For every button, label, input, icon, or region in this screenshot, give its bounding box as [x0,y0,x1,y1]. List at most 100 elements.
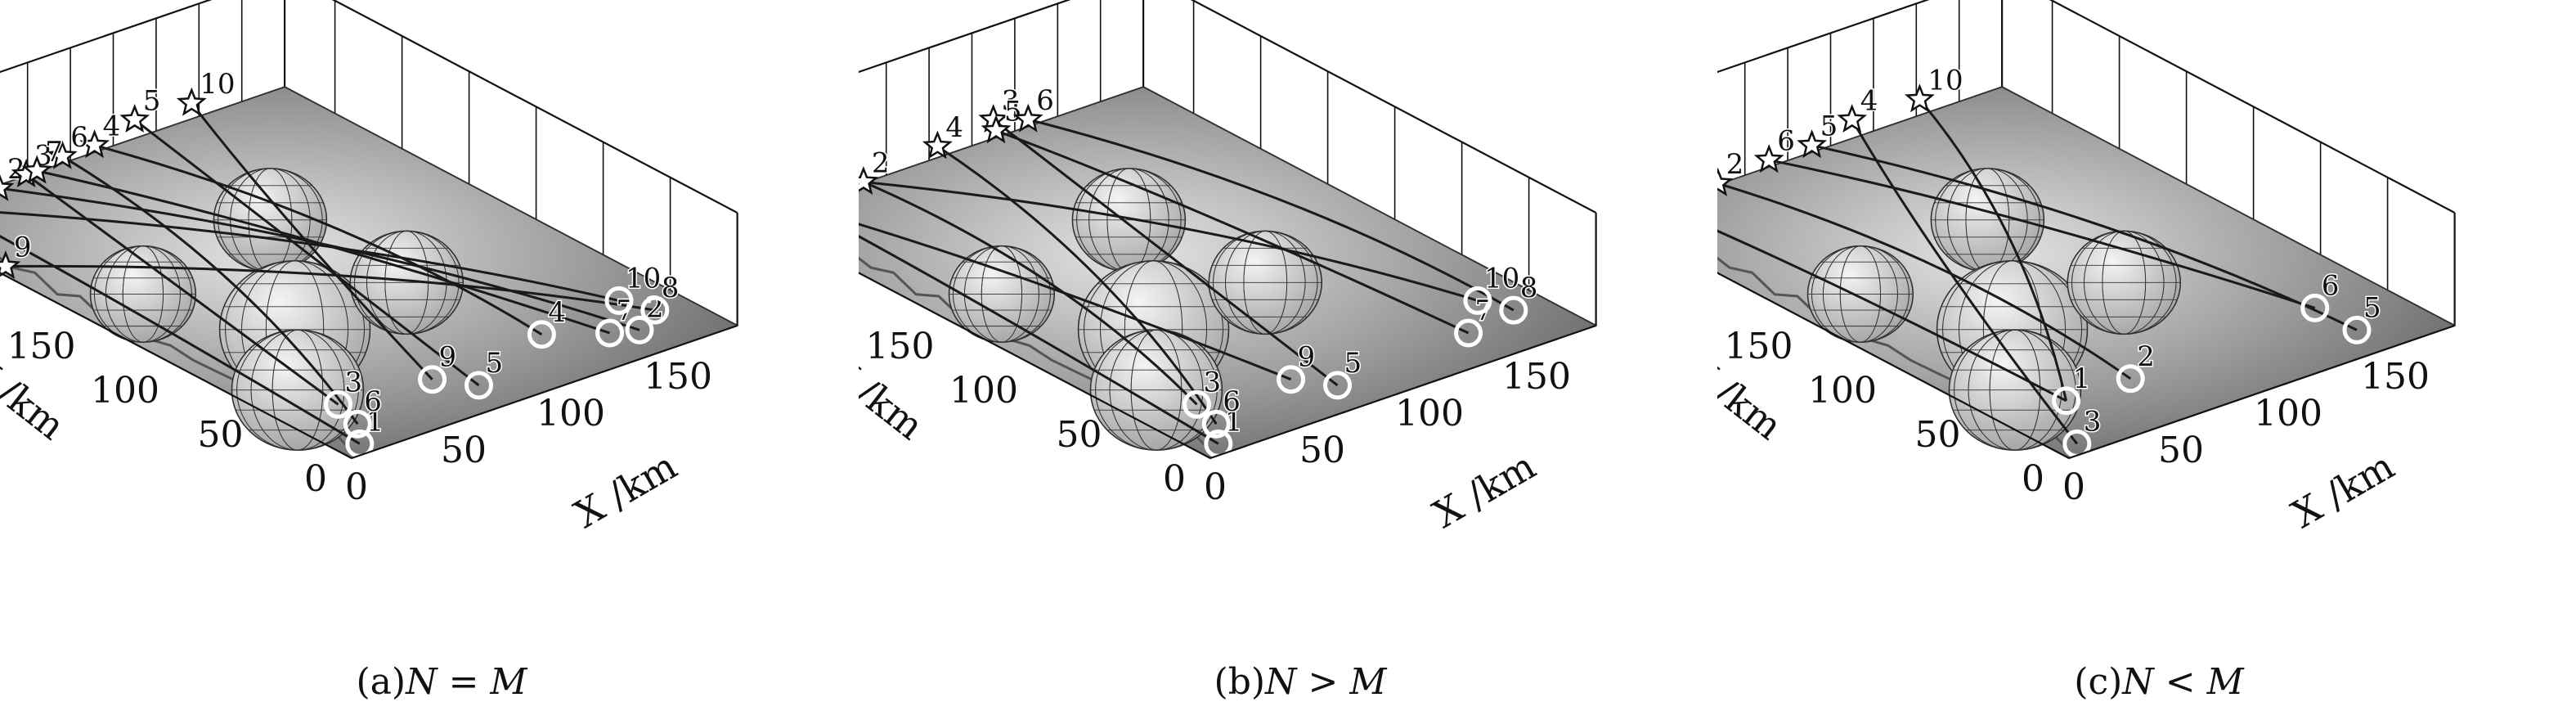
obstacle-dome [349,230,464,335]
flight-path [191,102,433,380]
y-tick-label: 0 [1163,458,1186,500]
start-marker: 5 [981,94,1023,144]
start-marker: 10 [1904,63,1964,113]
target-marker: 1 [1204,404,1244,458]
target-marker: 9 [418,340,458,394]
start-marker: 4 [79,109,122,159]
obstacle-dome [1806,245,1914,343]
target-marker: 2 [2116,339,2156,394]
flight-path [25,173,339,406]
flight-path [992,119,1339,387]
start-star-icon [0,250,21,280]
start-label: 4 [1860,84,1878,117]
y-tick-label: 0 [304,458,327,500]
target-marker: 4 [527,295,568,349]
target-circle-icon [2116,364,2145,394]
start-star-icon [79,129,110,159]
box-edge [2049,0,2456,214]
start-star-icon [1904,83,1935,113]
caption-label: (c) [2074,661,2122,703]
target-label: 1 [2073,362,2091,395]
flight-paths [1717,98,2358,445]
flight-path [1919,98,2068,402]
obstacle-dome [1948,329,2082,451]
target-circle-icon [527,320,556,349]
target-marker: 6 [343,385,383,439]
flight-path [863,180,1198,406]
target-marker: 1 [2052,361,2092,416]
start-label: 5 [1820,110,1838,143]
target-label: 5 [486,347,504,380]
target-marker: 6 [1201,385,1241,439]
target-marker: 8 [640,271,680,325]
panel-caption: (a)N = M [357,661,528,703]
y-tick-label: 100 [1808,370,1877,412]
start-star-icon [47,140,78,169]
target-marker: 3 [1183,365,1223,419]
box-edge [1717,0,1930,74]
target-label: 8 [1520,272,1538,304]
start-label: 5 [143,84,161,117]
start-label: 5 [1004,96,1022,128]
target-label: 10 [1484,262,1519,295]
box-edge [859,0,1071,74]
y-tick-label: 150 [1725,326,1793,367]
start-label: 6 [1777,125,1795,158]
target-marker: 6 [2300,268,2340,322]
start-star-icon [1837,104,1868,133]
obstacle-dome [89,245,197,343]
start-marker: 9 [0,230,33,280]
x-tick-label: 100 [2254,393,2322,434]
start-label: 4 [945,111,963,144]
x-tick-label: 150 [644,356,712,398]
start-label: 7 [45,136,63,169]
target-label: 3 [345,366,363,398]
target-circle-icon [1201,409,1231,439]
target-marker: 10 [604,261,662,315]
target-label: 10 [626,262,661,295]
start-star-icon [922,130,953,160]
start-star-icon [1717,167,1734,196]
obstacle-dome [1930,168,2045,272]
start-marker: 2 [1717,147,1745,196]
target-label: 6 [364,385,382,418]
target-marker: 3 [324,365,364,419]
flight-path [863,180,1479,302]
target-label: 8 [662,272,680,304]
target-circle-icon [2300,293,2330,322]
target-label: 6 [1223,385,1241,418]
target-label: 5 [1344,347,1362,380]
start-marker: 7 [21,134,64,184]
target-circle-icon [2052,386,2081,416]
target-marker: 10 [1463,261,1521,315]
start-marker: 5 [1797,109,1839,159]
flight-path [0,211,620,302]
obstacle-dome [948,245,1056,343]
flight-path [859,235,1219,445]
target-circle-icon [604,286,634,315]
flight-path [94,144,543,336]
target-circle-icon [464,371,493,400]
y-tick-label: 150 [866,326,935,367]
start-marker: 4 [1837,83,1879,133]
start-star-icon [1012,103,1043,133]
obstacle-dome [1208,230,1322,335]
target-circle-icon [1277,365,1306,394]
y-tick-label: 0 [2022,458,2044,500]
target-label: 3 [2084,405,2102,438]
obstacle-dome [231,329,365,451]
flight-path [5,264,656,312]
y-tick-label: 100 [91,370,159,412]
y-tick-label: 50 [1057,414,1102,456]
x-tick-label: 50 [441,430,487,471]
flight-path [1851,119,2078,445]
target-marker: 5 [2342,290,2382,344]
box-edge [1190,0,1597,214]
target-label: 6 [2322,269,2340,302]
y-tick-label: 100 [949,370,1018,412]
box-edge [0,0,213,74]
start-marker: 6 [47,120,89,169]
x-axis-label: X /km [1425,443,1542,537]
y-tick-label: 150 [7,326,76,367]
start-label: 9 [14,232,32,264]
